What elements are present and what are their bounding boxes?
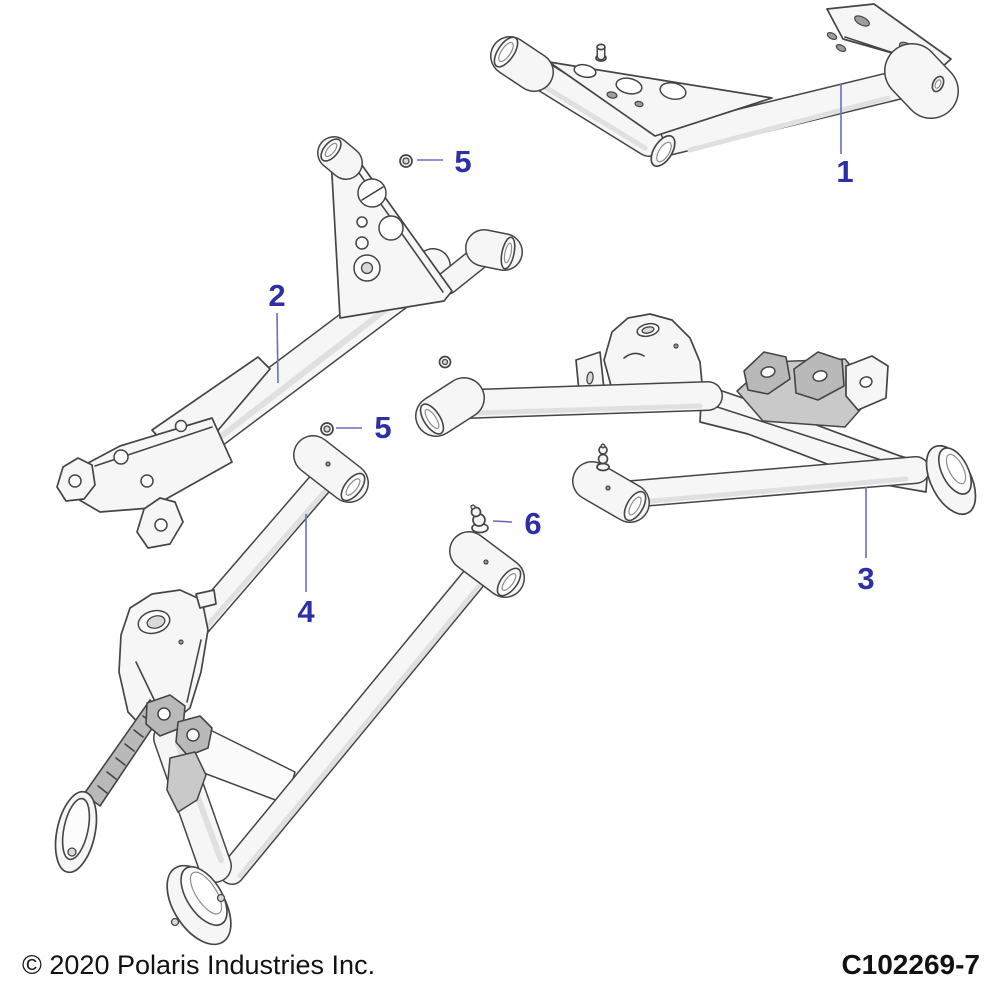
gusset-plate: [548, 61, 773, 137]
callout-leader-6: [492, 520, 513, 523]
part-2-upper-control-arm: [56, 136, 523, 549]
small-nut: [438, 355, 452, 369]
callout-label-6: 6: [524, 506, 541, 541]
part-5-flange-nut-b: [320, 422, 334, 436]
callout-label-5: 5: [454, 144, 471, 179]
callout-label-1: 1: [836, 154, 853, 189]
part-5-flange-nut-a: [399, 154, 413, 168]
grease-fitting: [596, 443, 610, 472]
part-4-rear-control-arm: [54, 435, 525, 946]
drawing-number: C102269-7: [841, 949, 980, 980]
part-3-lower-control-arm: [415, 313, 977, 523]
callout-label-2: 2: [268, 278, 285, 313]
stud: [595, 43, 607, 62]
copyright-notice: © 2020 Polaris Industries Inc.: [22, 950, 376, 980]
part-1-upper-control-arm: [490, 3, 959, 168]
callout-leader-2: [276, 312, 279, 384]
callout-label-3: 3: [857, 561, 874, 596]
part-6-grease-fitting: [470, 504, 489, 534]
callout-label-4: 4: [297, 594, 315, 629]
callout-label-5: 5: [374, 410, 391, 445]
callout-layer: 1 2 3 4 5 5 6: [268, 84, 875, 629]
